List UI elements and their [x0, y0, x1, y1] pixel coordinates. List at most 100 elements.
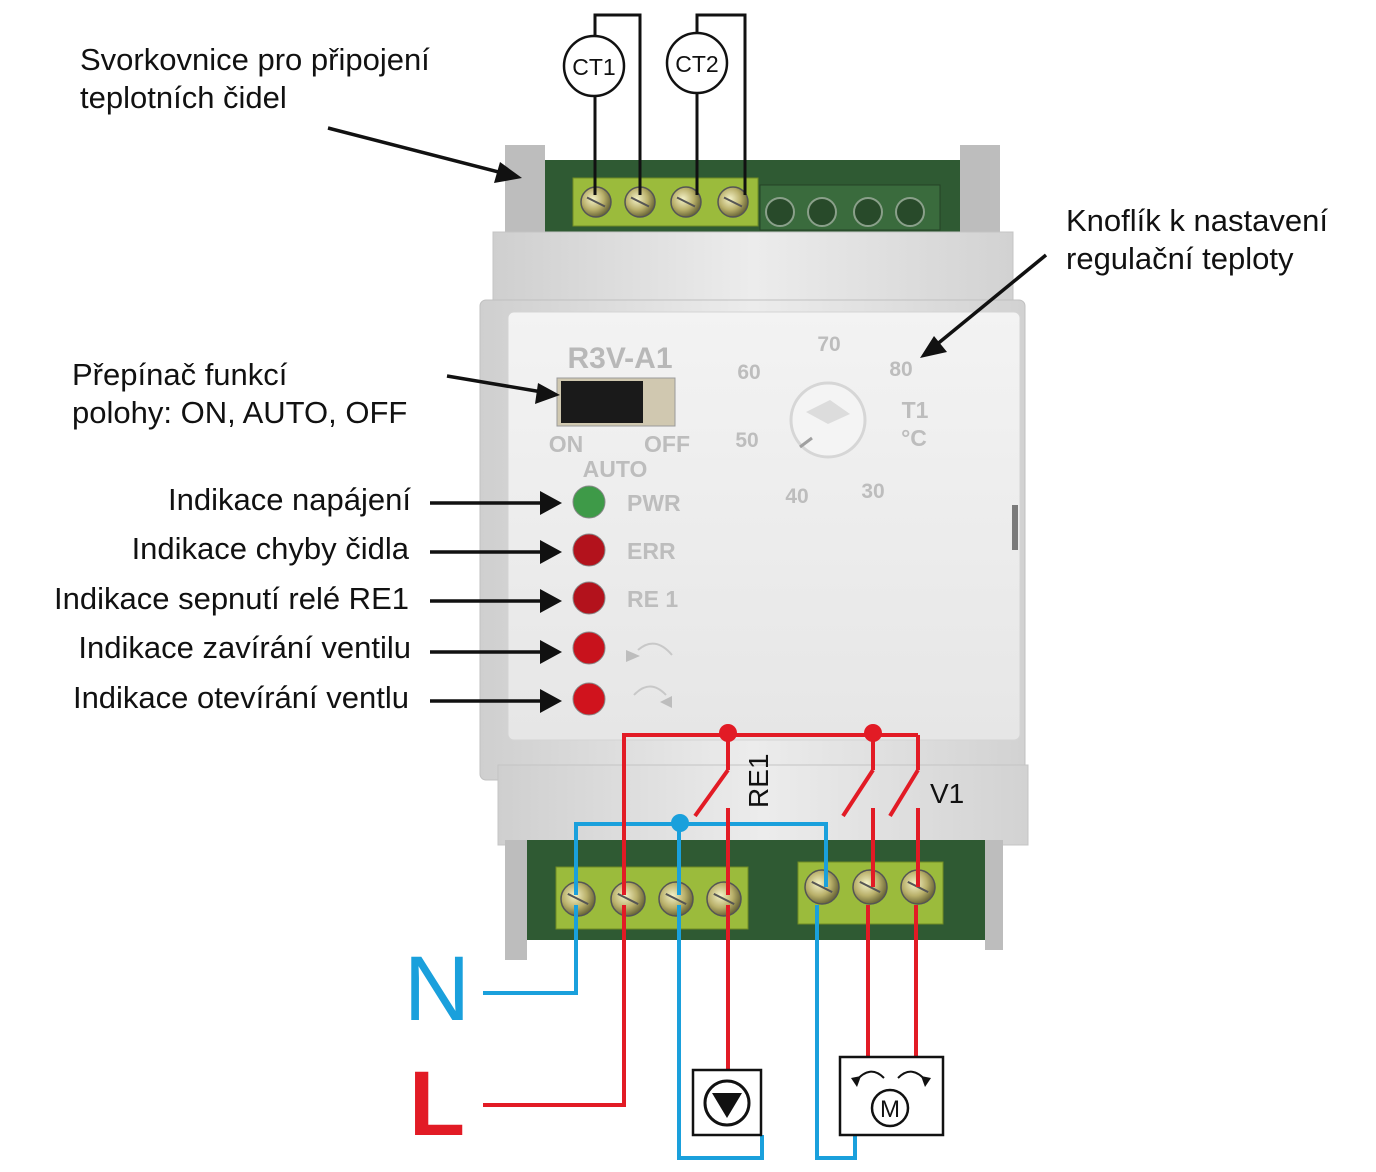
- top-screws: [580, 186, 749, 218]
- bottom-screw-right-2[interactable]: [852, 869, 888, 905]
- switch-off-label: OFF: [644, 431, 690, 457]
- led-5-lamp: [572, 682, 606, 716]
- led-5: [572, 682, 606, 716]
- ct1-wire: [593, 13, 642, 195]
- n-pump-return: [677, 905, 764, 1160]
- ct1-label: CT1: [572, 54, 615, 80]
- relay-label: RE1: [743, 754, 774, 808]
- switch-annotation-line-1: Přepínač funkcí: [72, 357, 288, 392]
- top-screw-3[interactable]: [670, 186, 702, 218]
- dial-tick-50: 50: [735, 429, 758, 452]
- bottom-screw-left-2[interactable]: [610, 881, 646, 917]
- valve-label: V1: [930, 778, 964, 809]
- device-body: [479, 145, 1029, 960]
- rotate-right-head: [921, 1076, 931, 1087]
- rotate-left-head: [851, 1076, 861, 1087]
- knob-pointer: [806, 400, 850, 424]
- motor-circle: [870, 1088, 910, 1128]
- pump-symbol: [691, 1068, 763, 1137]
- indicator-annotation-close: Indikace zavírání ventilu: [78, 630, 411, 665]
- line-label: L: [409, 1053, 465, 1155]
- motor-label: M: [880, 1096, 900, 1123]
- empty-terminal-2: [807, 197, 837, 227]
- empty-terminal-1: [765, 197, 795, 227]
- dial-tick-70: 70: [817, 333, 840, 356]
- switch-annotation: Přepínač funkcí polohy: ON, AUTO, OFF: [72, 356, 407, 432]
- front-panel: [507, 311, 1021, 741]
- indicator-annotation-open: Indikace otevírání ventlu: [72, 680, 409, 715]
- n-motor-return: [815, 905, 857, 1160]
- indicator-annotation-err: Indikace chyby čidla: [131, 531, 409, 566]
- switch-on-label: ON: [549, 431, 584, 457]
- ct2-sensor: CT2: [665, 31, 729, 95]
- switch-slider[interactable]: [561, 381, 643, 423]
- l-junction-re1: [719, 724, 737, 742]
- top-terminal-block: [572, 177, 941, 231]
- lower-housing: [497, 764, 1029, 846]
- top-screw-4[interactable]: [717, 186, 749, 218]
- knob-indicator: [799, 436, 813, 449]
- n-bus-top: [574, 822, 828, 895]
- valve-open-mark: [633, 685, 672, 708]
- function-switch[interactable]: [556, 377, 676, 427]
- top-empty-holes: [765, 197, 925, 227]
- annotation-arrows: [327, 126, 1048, 703]
- neutral-wires: [483, 822, 857, 1160]
- model-label: R3V-A1: [567, 342, 672, 375]
- ct2-label: CT2: [675, 51, 718, 77]
- line-wires: [483, 733, 920, 1107]
- ct2-circle: [665, 31, 729, 95]
- led-3: RE 1: [572, 581, 678, 615]
- led-1-lamp: [572, 485, 606, 519]
- motor-symbol: M: [838, 1055, 945, 1137]
- dial-tick-60: 60: [737, 361, 760, 384]
- knob-annotation-line-1: Knoflík k nastavení: [1066, 203, 1328, 238]
- bottom-screw-left-1-slot: [567, 893, 589, 905]
- side-notch: [1012, 505, 1018, 550]
- led-3-lamp: [572, 581, 606, 615]
- led-1-label: PWR: [627, 490, 681, 516]
- arrow-err-head: [540, 540, 562, 564]
- bottom-right-rail: [985, 840, 1003, 950]
- temperature-knob[interactable]: [789, 381, 867, 459]
- bottom-screw-right-2-slot: [859, 881, 881, 893]
- sensor-wiring: [593, 13, 747, 195]
- dial-label: T1: [902, 397, 929, 423]
- indicator-annotation-pwr: Indikace napájení: [167, 482, 411, 517]
- led-1: PWR: [572, 485, 681, 519]
- bottom-screw-left-3[interactable]: [658, 881, 694, 917]
- valve-close-mark: [626, 642, 673, 662]
- n-junction: [671, 814, 689, 832]
- led-2: ERR: [572, 533, 676, 567]
- arrow-knob-head: [920, 336, 947, 358]
- bottom-screw-left-3-slot: [665, 893, 687, 905]
- re1-contact: [693, 768, 730, 818]
- neutral-label: N: [404, 938, 470, 1040]
- top-right-rail: [960, 145, 1000, 240]
- bottom-screw-left-4[interactable]: [706, 881, 742, 917]
- arrow-pwr-head: [540, 491, 562, 515]
- arrow-terminal: [327, 126, 511, 177]
- knob-annotation-line-2: regulační teploty: [1066, 241, 1294, 276]
- bottom-screw-right-1[interactable]: [804, 869, 840, 905]
- bottom-screw-left-4-slot: [713, 893, 735, 905]
- indicator-annotation-re1: Indikace sepnutí relé RE1: [54, 581, 409, 616]
- dial-tick-80: 80: [889, 358, 912, 381]
- bottom-screw-left-2-slot: [617, 893, 639, 905]
- l-junction-v1: [864, 724, 882, 742]
- dial-unit: °C: [901, 425, 927, 451]
- ct2-wire: [695, 13, 747, 195]
- arrow-heads: [494, 162, 947, 713]
- arrow-close-head: [540, 640, 562, 664]
- empty-terminal-4: [895, 197, 925, 227]
- bottom-left-rail: [505, 840, 527, 960]
- led-3-label: RE 1: [627, 586, 678, 612]
- led-2-label: ERR: [627, 538, 676, 564]
- arrow-knob: [928, 253, 1048, 352]
- arrow-open-head: [540, 689, 562, 713]
- upper-housing: [492, 231, 1014, 308]
- n-feed: [483, 905, 578, 995]
